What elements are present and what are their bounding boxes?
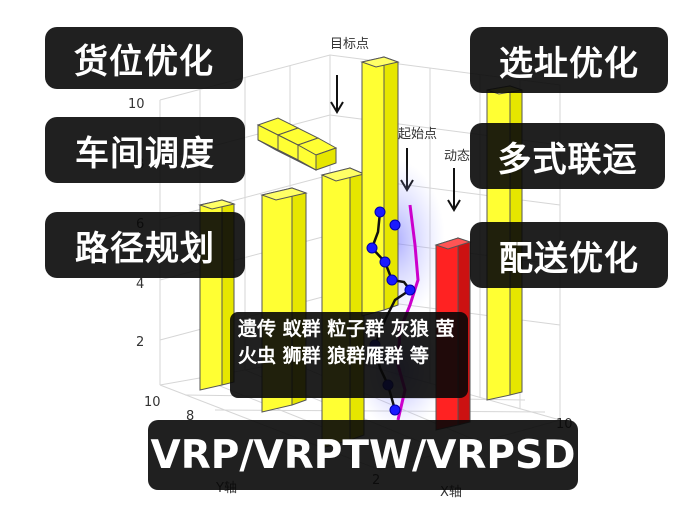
y-tick-8: 8: [186, 409, 194, 424]
label-storage-location-optimization: 货位优化: [45, 27, 243, 89]
label-distribution-optimization: 配送优化: [470, 222, 668, 288]
target-point-label: 目标点: [330, 37, 369, 52]
z-tick-4: 4: [136, 277, 144, 292]
z-tick-2: 2: [136, 335, 144, 350]
y-axis-ticks: 10 8: [144, 395, 194, 424]
target-arrow-icon: [330, 75, 344, 114]
z-tick-10: 10: [128, 97, 145, 112]
start-point-label: 起始点: [398, 127, 437, 142]
dynamic-arrow-icon: [447, 168, 461, 212]
label-multimodal-transport: 多式联运: [470, 123, 665, 189]
label-path-planning: 路径规划: [45, 212, 245, 278]
dynamic-label: 动态: [444, 149, 470, 164]
label-algorithms: 遗传 蚁群 粒子群 灰狼 萤火虫 狮群 狼群雁群 等: [230, 312, 468, 398]
flat-blocks: [256, 117, 338, 171]
label-problem-types: VRP/VRPTW/VRPSD: [148, 420, 578, 490]
label-workshop-scheduling: 车间调度: [45, 117, 245, 183]
label-site-selection-optimization: 选址优化: [470, 27, 668, 93]
y-tick-10: 10: [144, 395, 161, 410]
